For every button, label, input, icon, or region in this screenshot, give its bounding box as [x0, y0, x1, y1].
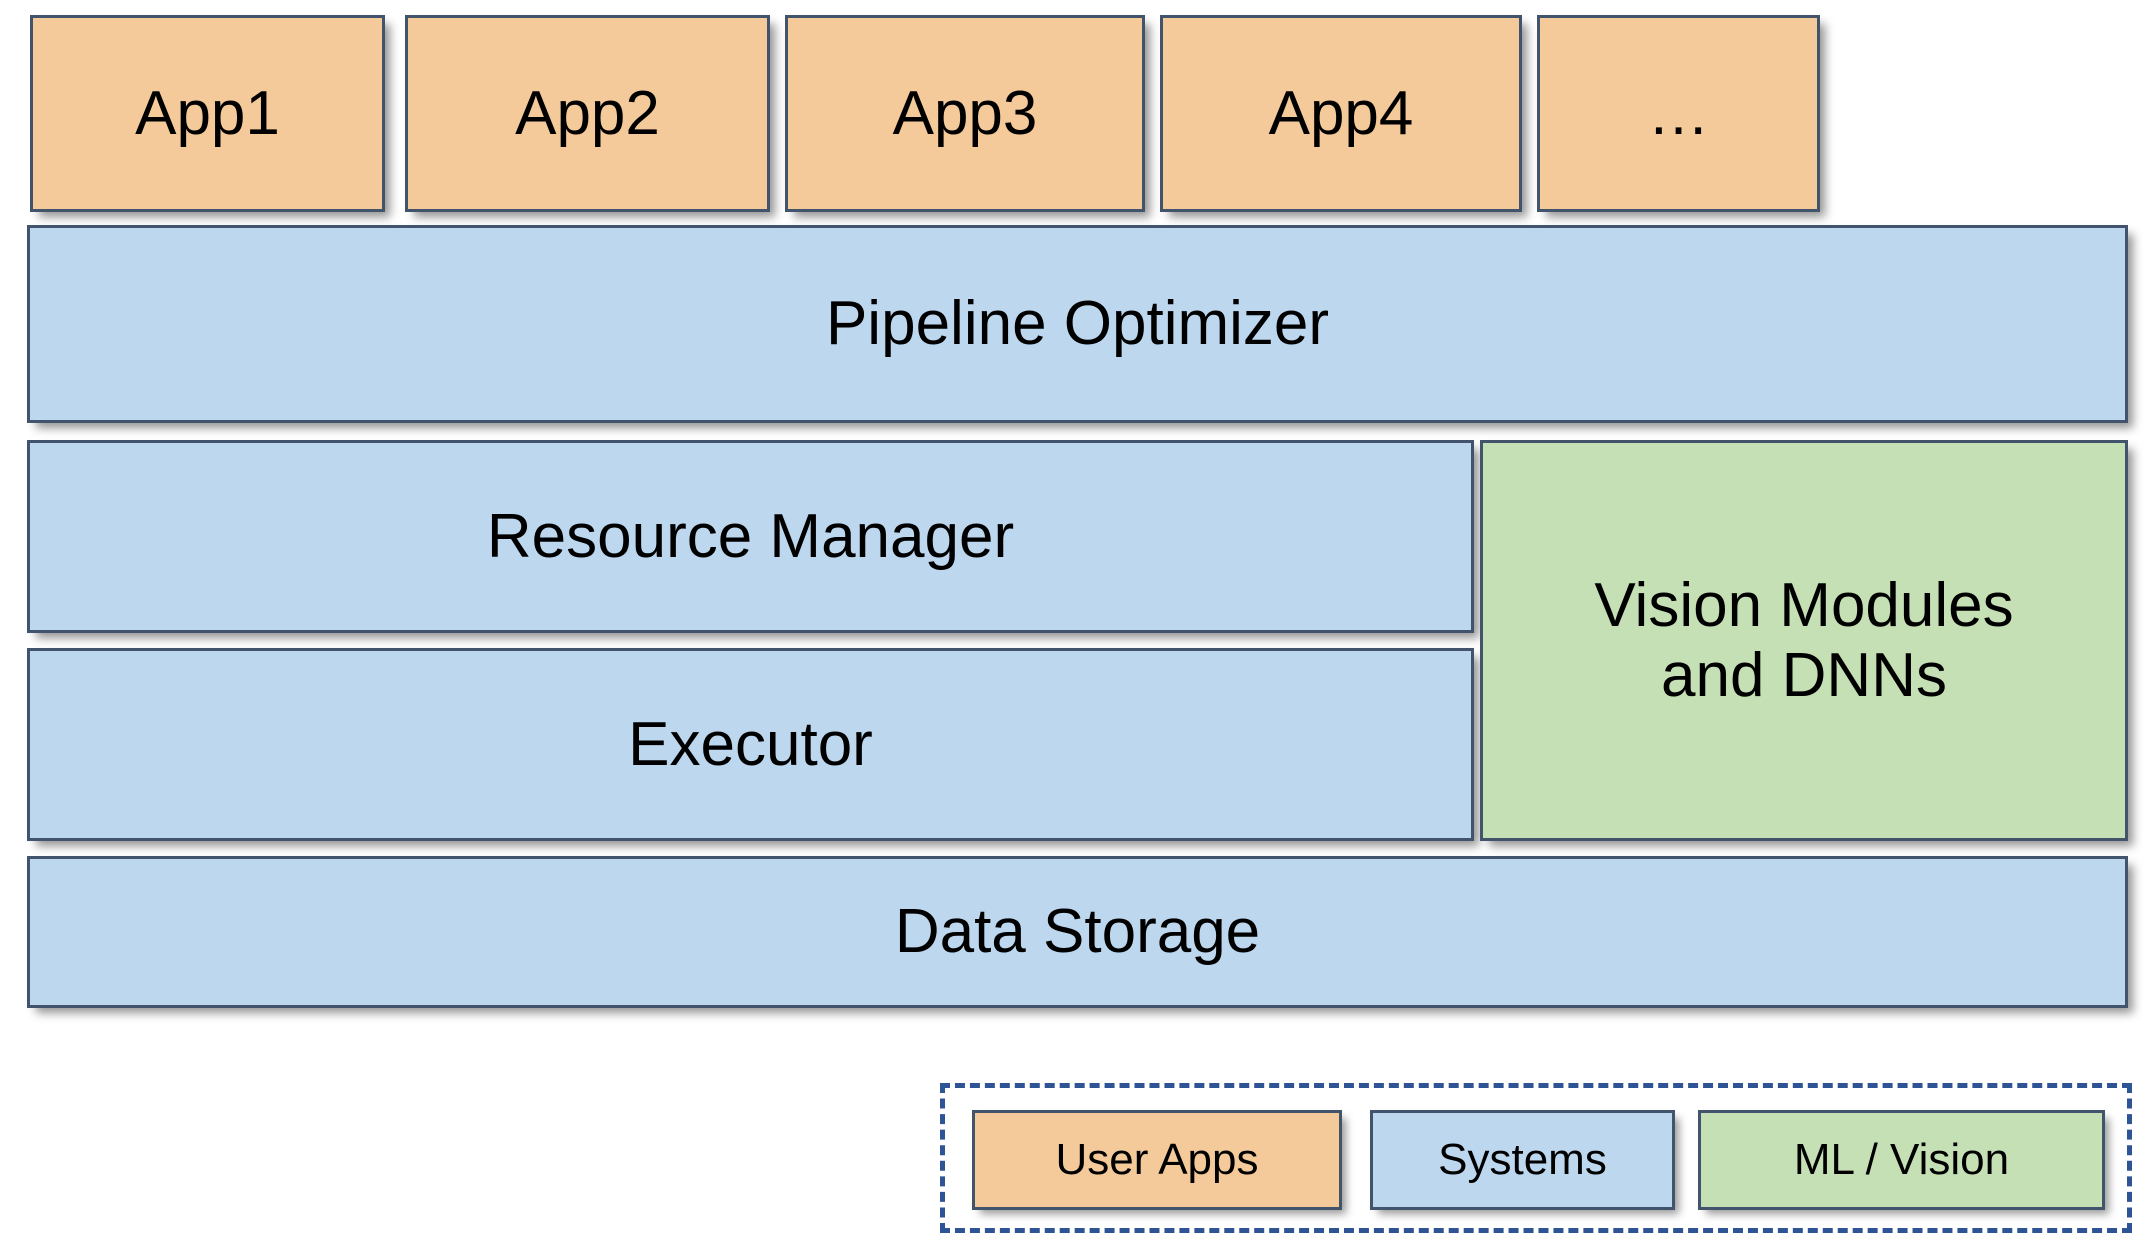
legend-label: ML / Vision	[1793, 1135, 2010, 1184]
legend-swatch-user-apps[interactable]: User Apps	[972, 1110, 1342, 1210]
app-box-label: App2	[515, 78, 660, 148]
app-box-app3[interactable]: App3	[785, 15, 1145, 212]
layer-resource-manager[interactable]: Resource Manager	[27, 440, 1474, 633]
legend-swatch-systems[interactable]: Systems	[1370, 1110, 1675, 1210]
layer-label: Resource Manager	[486, 501, 1015, 571]
layer-pipeline-optimizer[interactable]: Pipeline Optimizer	[27, 225, 2128, 423]
app-box-label: App4	[1268, 78, 1414, 148]
app-box-label: App1	[135, 78, 280, 148]
side-module-label: Vision Modules and DNNs	[1594, 571, 2014, 710]
app-box-app2[interactable]: App2	[405, 15, 770, 212]
legend-container	[940, 1083, 2132, 1233]
app-box-ellipsis[interactable]: …	[1537, 15, 1820, 212]
legend-label: Systems	[1438, 1135, 1607, 1184]
layer-label: Data Storage	[894, 897, 1261, 967]
app-box-app1[interactable]: App1	[30, 15, 385, 212]
app-box-app4[interactable]: App4	[1160, 15, 1522, 212]
layer-data-storage[interactable]: Data Storage	[27, 856, 2128, 1008]
side-module-vision-modules-and-dnns[interactable]: Vision Modules and DNNs	[1480, 440, 2128, 841]
layer-label: Pipeline Optimizer	[825, 289, 1330, 359]
legend-label: User Apps	[1055, 1135, 1259, 1184]
app-box-label: App3	[892, 78, 1038, 148]
layer-executor[interactable]: Executor	[27, 648, 1474, 841]
legend-swatch-ml-vision[interactable]: ML / Vision	[1698, 1110, 2105, 1210]
layer-label: Executor	[628, 709, 873, 779]
app-box-label: …	[1647, 78, 1710, 148]
